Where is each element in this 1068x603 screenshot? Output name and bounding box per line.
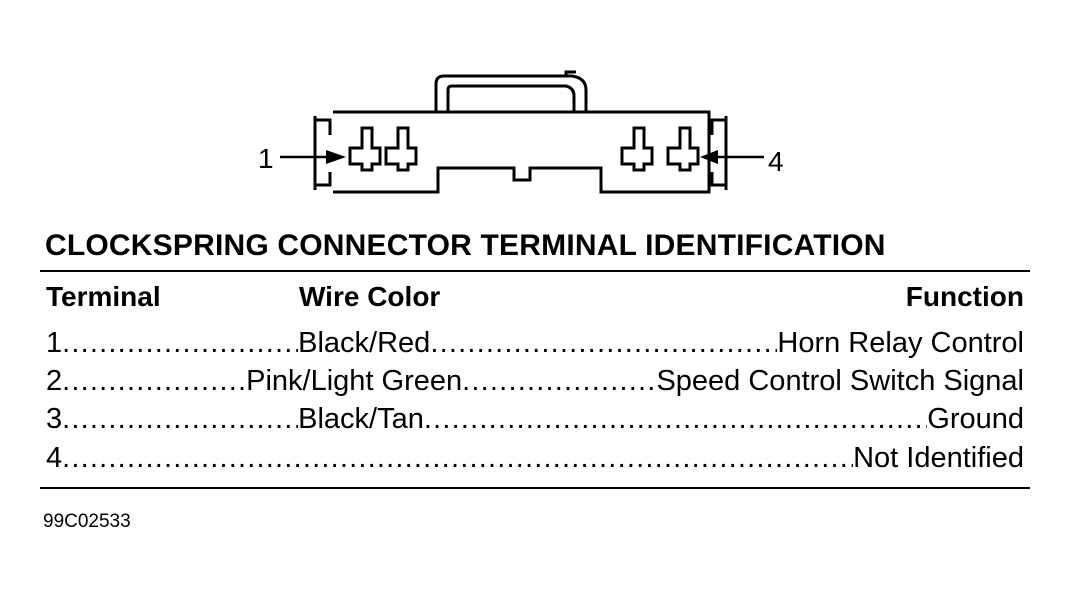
terminal-cavity (384, 126, 418, 172)
callout-label-terminal-4: 4 (768, 146, 784, 177)
table-row: 1 Black/Red Horn Relay Control (46, 325, 1024, 361)
dot-leader (62, 325, 298, 361)
clockspring-connector-diagram (280, 70, 764, 194)
terminal-function: Ground (927, 403, 1024, 435)
wire-color: Black/Tan (298, 403, 424, 435)
dot-leader (62, 401, 298, 437)
table-row: 2 Pink/Light Green Speed Control Switch … (46, 363, 1024, 399)
callout-label-terminal-1: 1 (258, 143, 274, 174)
table-bottom-rule (40, 487, 1030, 489)
dot-leader (430, 325, 777, 361)
table-row: 3 Black/Tan Ground (46, 401, 1024, 437)
column-header-terminal: Terminal (46, 281, 161, 312)
terminal-function: Speed Control Switch Signal (656, 365, 1024, 397)
wire-color: Pink/Light Green (246, 365, 463, 397)
wire-color: Black/Red (298, 327, 431, 359)
table-title: CLOCKSPRING CONNECTOR TERMINAL IDENTIFIC… (45, 229, 886, 262)
dot-leader (462, 363, 656, 399)
connector-body (333, 110, 711, 194)
connector-latch (434, 74, 588, 112)
terminal-number: 4 (46, 442, 63, 474)
terminal-cavity (348, 126, 382, 172)
dot-leader (424, 401, 927, 437)
table-row: 4 Not Identified (46, 440, 1024, 476)
column-header-wire-color: Wire Color (299, 281, 441, 312)
terminal-number: 2 (46, 365, 63, 397)
terminal-cavity (620, 126, 654, 172)
terminal-function: Not Identified (853, 442, 1024, 474)
dot-leader (62, 440, 853, 476)
terminal-number: 1 (46, 327, 63, 359)
column-header-function: Function (905, 281, 1024, 312)
dot-leader (62, 363, 246, 399)
terminal-number: 3 (46, 403, 63, 435)
figure-id: 99C02533 (43, 511, 131, 532)
terminal-cavity (666, 126, 700, 172)
title-divider (40, 270, 1030, 272)
terminal-function: Horn Relay Control (777, 327, 1024, 359)
